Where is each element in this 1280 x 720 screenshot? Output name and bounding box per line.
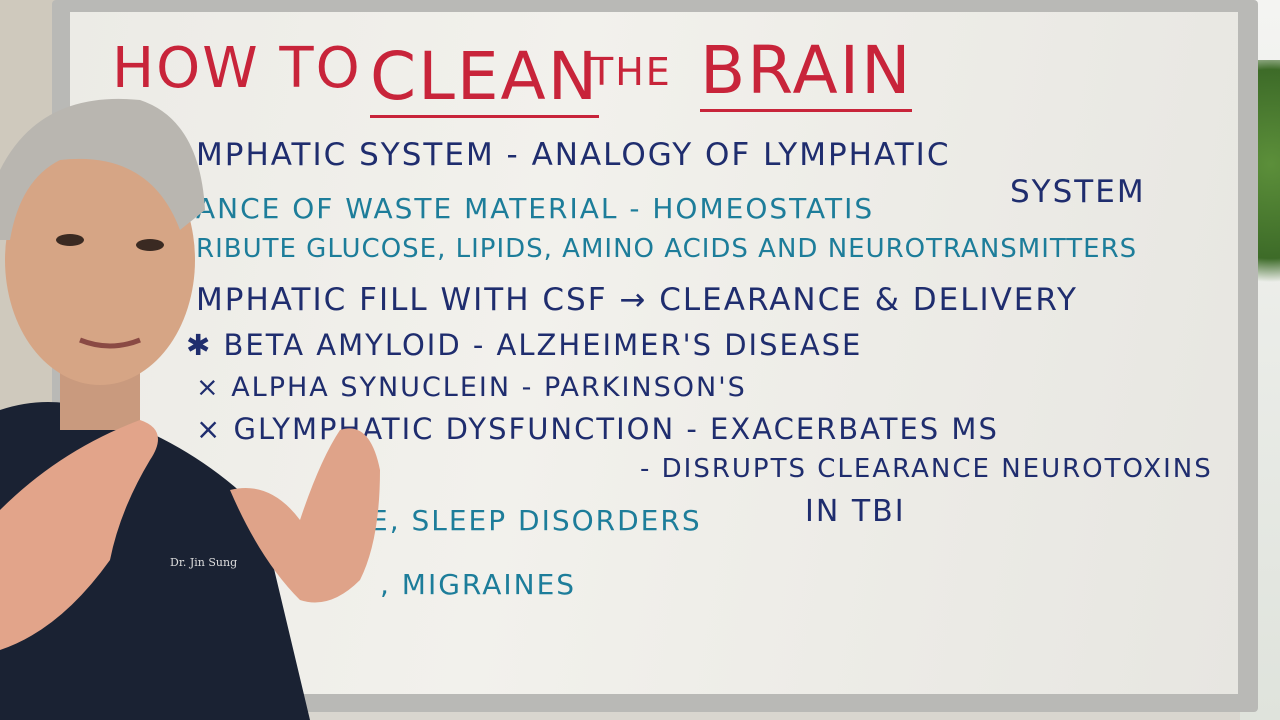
right-hand <box>230 428 380 603</box>
title-how-to: HOW TO <box>112 36 362 101</box>
line-alpha-synuclein: × ALPHA SYNUCLEIN - PARKINSON'S <box>196 372 747 403</box>
line-system: SYSTEM <box>1010 174 1146 210</box>
line-tbi: IN TBI <box>805 494 906 529</box>
line-dysfunction: × GLYMPHATIC DYSFUNCTION - EXACERBATES M… <box>196 412 999 446</box>
presenter: Dr. Jin Sung <box>0 98 380 720</box>
hair <box>0 98 205 240</box>
line-disrupts: - DISRUPTS CLEARANCE NEUROTOXINS <box>640 454 1213 484</box>
line-lymphatic-system: MPHATIC SYSTEM - ANALOGY OF LYMPHATIC <box>196 137 951 173</box>
line-sleep-disorders: E, SLEEP DISORDERS <box>370 504 702 537</box>
title-the: THE <box>590 50 672 94</box>
title-brain: BRAIN <box>700 32 913 112</box>
line-beta-amyloid: ✱ BETA AMYLOID - ALZHEIMER'S DISEASE <box>186 328 863 362</box>
name-embroidery: Dr. Jin Sung <box>170 556 237 569</box>
face <box>5 135 195 385</box>
left-hand <box>0 420 158 650</box>
line-distribute: RIBUTE GLUCOSE, LIPIDS, AMINO ACIDS AND … <box>196 234 1138 264</box>
line-clearance: ANCE OF WASTE MATERIAL - HOMEOSTATIS <box>196 192 875 225</box>
line-migraines: , MIGRAINES <box>380 568 577 601</box>
title-clean: CLEAN <box>370 38 600 118</box>
line-csf: MPHATIC FILL WITH CSF → CLEARANCE & DELI… <box>196 282 1078 318</box>
